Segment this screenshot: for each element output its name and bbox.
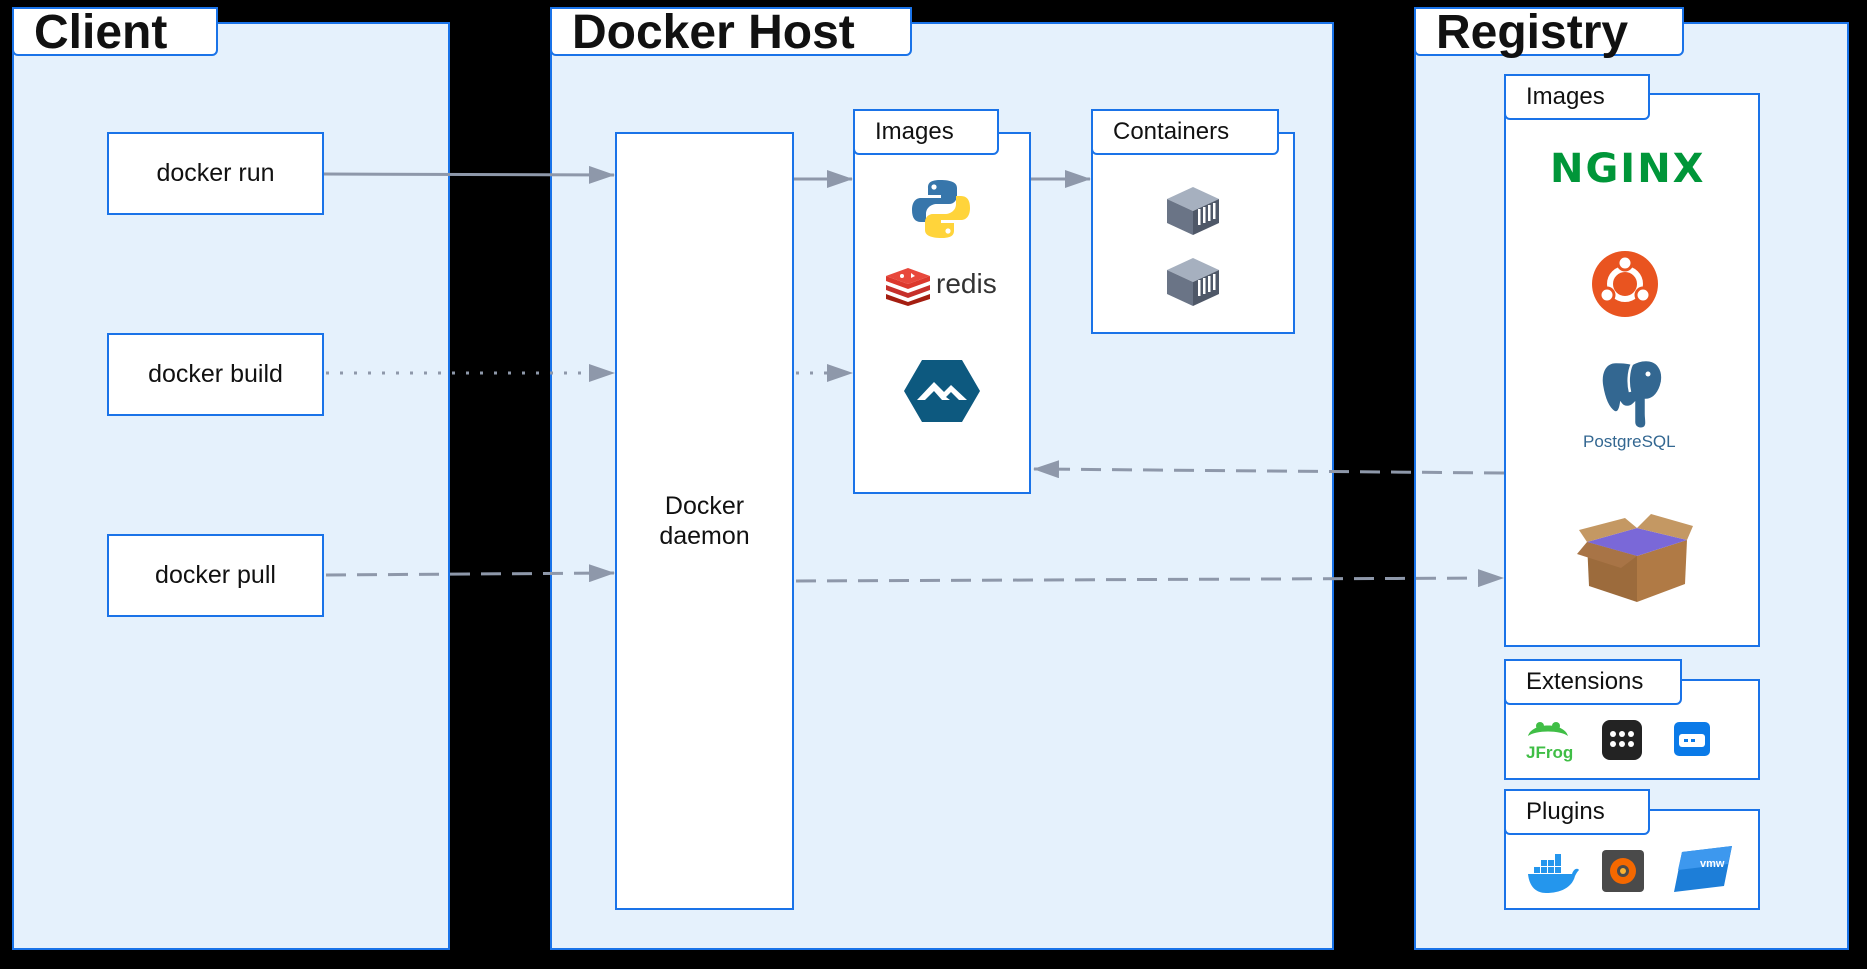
redis-wordmark: redis [936,268,997,299]
client-title: Client [12,7,218,57]
grafana-plugin-icon [1602,850,1644,892]
container-icon-2 [1167,258,1219,306]
container-icon-1 [1167,187,1219,235]
dot-grid-extension-icon [1602,720,1642,760]
pull-to-daemon-arrow [325,564,615,583]
vmware-wordmark: vmw [1700,858,1725,870]
docker-run-command[interactable]: docker run [107,132,324,215]
run-to-daemon-arrow [323,165,615,184]
nginx-logo: NGINX [1550,146,1706,192]
docker-whale-icon [1528,854,1579,893]
vmware-plugin-icon [1674,846,1732,892]
box-icon [1577,514,1693,602]
python-icon [912,180,970,238]
daemon-label-line2: daemon [659,522,750,550]
plugins-label: Plugins [1504,789,1650,835]
registry-to-host-images-arrow [1033,460,1505,479]
registry-images-label: Images [1504,74,1650,120]
host-images-label: Images [853,109,999,155]
extensions-label: Extensions [1504,659,1682,705]
ubuntu-icon [1592,251,1658,317]
jfrog-wordmark: JFrog [1526,743,1574,762]
docker-pull-command[interactable]: docker pull [107,534,324,617]
docker-daemon-box[interactable]: Docker daemon [615,132,794,910]
alpine-icon [904,360,980,422]
jfrog-icon [1528,722,1568,736]
registry-title: Registry [1414,7,1684,57]
daemon-to-registry-arrow [795,569,1504,588]
drive-extension-icon [1674,722,1710,756]
docker-build-command[interactable]: docker build [107,333,324,416]
postgresql-icon [1600,358,1664,430]
daemon-label-line1: Docker [664,492,745,520]
docker-host-title: Docker Host [550,7,912,57]
postgresql-wordmark: PostgreSQL [1583,432,1676,451]
host-containers-label: Containers [1091,109,1279,155]
redis-icon [886,268,930,306]
